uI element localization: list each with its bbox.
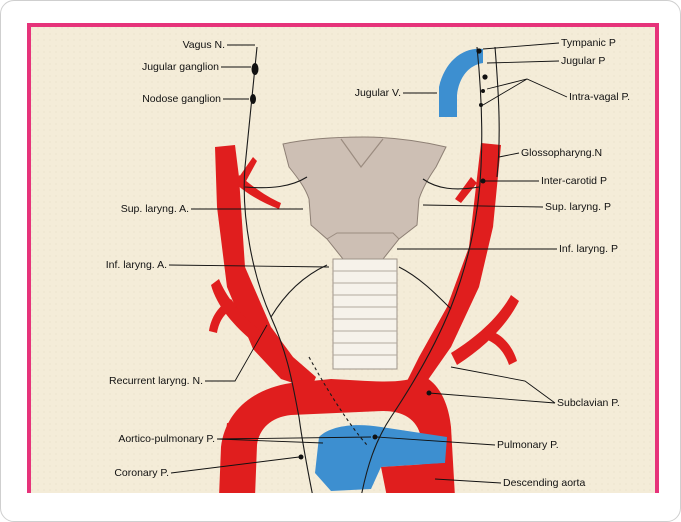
label-recurrent-laryng-n: Recurrent laryng. N.: [109, 375, 203, 387]
pulmonary-body: [373, 435, 378, 440]
paraganglia-diagram: Vagus N. Jugular ganglion Nodose ganglio…: [27, 23, 659, 493]
label-tympanic-p: Tympanic P: [561, 37, 616, 49]
label-inf-laryng-p: Inf. laryng. P: [559, 243, 618, 255]
label-subclavian-p: Subclavian P.: [557, 397, 620, 409]
label-sup-laryng-p: Sup. laryng. P: [545, 201, 611, 213]
label-inf-laryng-a: Inf. laryng. A.: [106, 259, 167, 271]
intra-vagal-body-2: [479, 103, 483, 107]
label-coronary-p: Coronary P.: [114, 467, 169, 479]
label-descending-aorta: Descending aorta: [503, 477, 585, 489]
intra-vagal-body: [481, 89, 485, 93]
inter-carotid-body: [481, 179, 486, 184]
label-vagus-n: Vagus N.: [183, 39, 225, 51]
label-nodose-ganglion: Nodose ganglion: [142, 93, 221, 105]
label-jugular-v: Jugular V.: [355, 87, 401, 99]
label-sup-laryng-a: Sup. laryng. A.: [121, 203, 189, 215]
label-inter-carotid-p: Inter-carotid P: [541, 175, 607, 187]
label-intra-vagal-p: Intra-vagal P.: [569, 91, 630, 103]
tympanic-body: [476, 48, 481, 53]
label-glossopharyng-n: Glossopharyng.N: [521, 147, 602, 159]
jugular-body: [482, 74, 487, 79]
label-jugular-ganglion: Jugular ganglion: [142, 61, 219, 73]
coronary-body: [299, 455, 304, 460]
label-jugular-p: Jugular P: [561, 55, 605, 67]
trachea: [333, 259, 397, 369]
label-aortico-pulmonary-p: Aortico-pulmonary P.: [118, 433, 215, 445]
label-pulmonary-p: Pulmonary P.: [497, 439, 559, 451]
jugular-ganglion: [252, 63, 259, 75]
nodose-ganglion: [250, 94, 256, 104]
